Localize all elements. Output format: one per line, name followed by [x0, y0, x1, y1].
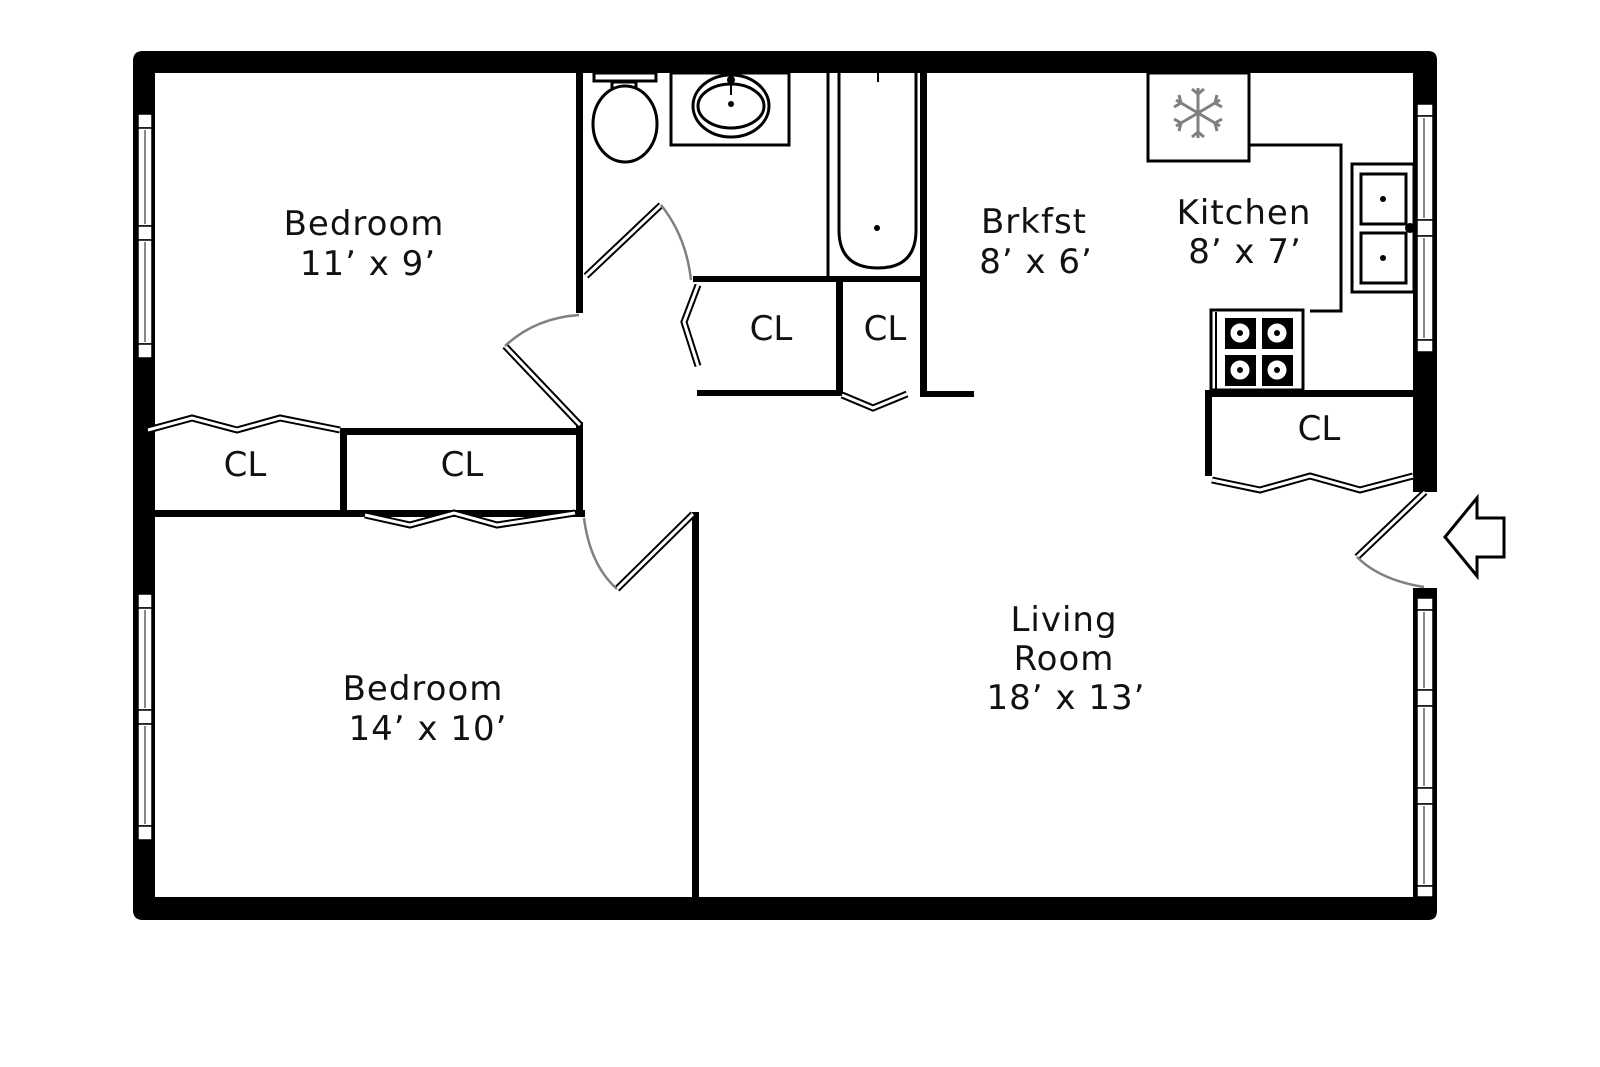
closet-bedroom-right-label: CL — [441, 445, 484, 485]
kitchen-size: 8’ x 7’ — [1188, 232, 1302, 272]
windows — [137, 103, 1434, 898]
sink-icon — [669, 71, 791, 147]
bedroom-1-size: 11’ x 9’ — [300, 244, 436, 284]
toilet-icon — [591, 71, 659, 164]
window-living-room — [1416, 597, 1434, 898]
snowflake-icon — [1173, 87, 1223, 139]
living-room-name-line2: Room — [1014, 639, 1115, 679]
closet-entry-label: CL — [1298, 409, 1341, 449]
breakfast-name: Brkfst — [981, 202, 1087, 242]
bedroom-2-door — [582, 511, 696, 592]
closet-labels: CL CL CL CL CL — [224, 309, 1341, 485]
living-room-size: 18’ x 13’ — [987, 678, 1146, 718]
living-room-name-line1: Living — [1010, 600, 1117, 640]
window-bedroom-2 — [137, 593, 153, 841]
window-kitchen — [1416, 103, 1434, 353]
room-labels: Bedroom 11’ x 9’ Bedroom 14’ x 10’ Brkfs… — [284, 193, 1312, 749]
bedroom-2-name: Bedroom — [343, 669, 504, 709]
closet-hall-left-label: CL — [750, 309, 793, 349]
closet-hall-right-label: CL — [864, 309, 907, 349]
refrigerator — [1146, 71, 1251, 163]
entry-arrow-icon — [1443, 493, 1506, 581]
bathroom-door — [583, 202, 693, 281]
double-sink-icon — [1350, 162, 1416, 294]
breakfast-size: 8’ x 6’ — [979, 242, 1093, 282]
doors — [147, 202, 1428, 592]
bedroom-1-door — [502, 313, 583, 428]
stove-icon — [1209, 308, 1305, 392]
window-bedroom-1 — [137, 113, 153, 359]
closet-bedroom-left-label: CL — [224, 445, 267, 485]
bedroom-2-size: 14’ x 10’ — [349, 709, 508, 749]
bedroom-1-name: Bedroom — [284, 204, 445, 244]
bathtub-icon — [837, 73, 918, 270]
entry-door — [1354, 489, 1428, 589]
kitchen-name: Kitchen — [1177, 193, 1312, 233]
